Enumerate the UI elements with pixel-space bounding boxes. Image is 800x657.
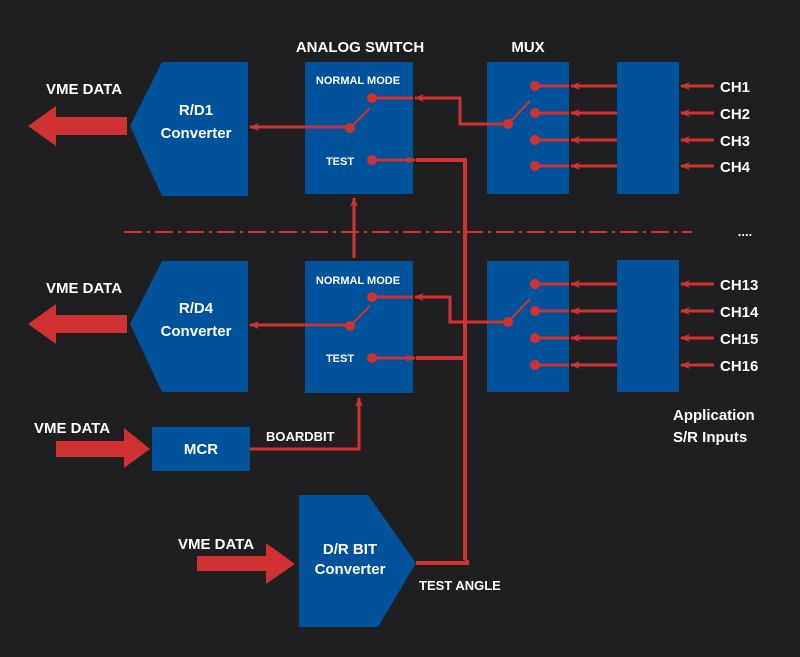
- channel-label: CH15: [720, 331, 758, 348]
- channel-label: CH2: [720, 106, 750, 123]
- rd4-converter-label-1: R/D4: [179, 300, 214, 317]
- mux-bottom[interactable]: [487, 261, 569, 392]
- test-angle-line: [416, 560, 469, 565]
- channel-label: CH4: [720, 159, 751, 176]
- test-label-bottom: TEST: [326, 353, 354, 365]
- rd4-converter-block[interactable]: [130, 261, 248, 392]
- vme-data-out-arrow-rd4: [28, 304, 127, 344]
- drbit-converter-block[interactable]: [299, 495, 416, 627]
- mcr-label: MCR: [184, 441, 218, 458]
- drbit-converter-label-1: D/R BIT: [323, 541, 377, 558]
- channel-label: CH16: [720, 358, 758, 375]
- analog-switch-bottom[interactable]: [305, 261, 413, 393]
- rd4-converter-label-2: Converter: [161, 323, 232, 340]
- boardbit-label: BOARDBIT: [266, 429, 335, 444]
- channel-label: CH1: [720, 79, 750, 96]
- mux-header: MUX: [511, 39, 544, 56]
- mux-inputs-bottom: [535, 280, 714, 369]
- vme-data-label-rd4: VME DATA: [46, 280, 122, 297]
- normal-mode-label-bottom: NORMAL MODE: [316, 275, 400, 287]
- vme-data-label-drbit: VME DATA: [178, 536, 254, 553]
- drbit-converter-label-2: Converter: [315, 561, 386, 578]
- rd1-converter-block[interactable]: [130, 62, 248, 196]
- test-label-top: TEST: [326, 156, 354, 168]
- vme-data-label-mcr: VME DATA: [34, 420, 110, 437]
- vme-data-in-arrow-mcr: [56, 428, 150, 468]
- rd1-converter-label-1: R/D1: [179, 102, 213, 119]
- more-channels-ellipsis: ....: [738, 224, 752, 239]
- boardbit-line: [250, 397, 363, 451]
- inputs-caption-2: S/R Inputs: [673, 429, 747, 446]
- vme-data-in-arrow-drbit: [197, 543, 295, 584]
- test-angle-label: TEST ANGLE: [419, 578, 501, 593]
- normal-mode-label-top: NORMAL MODE: [316, 75, 400, 87]
- channel-label: CH14: [720, 304, 759, 321]
- input-buffer-top[interactable]: [617, 62, 679, 194]
- vme-data-label-rd1: VME DATA: [46, 81, 122, 98]
- wiring-top: [249, 94, 531, 560]
- vme-data-out-arrow-rd1: [28, 106, 127, 146]
- mux-top[interactable]: [487, 62, 569, 194]
- channel-label: CH3: [720, 133, 750, 150]
- analog-switch-header: ANALOG SWITCH: [296, 39, 424, 56]
- mcr-block[interactable]: [152, 427, 250, 471]
- channel-label: CH13: [720, 277, 758, 294]
- input-buffer-bottom[interactable]: [617, 260, 679, 392]
- inputs-caption-1: Application: [673, 407, 755, 424]
- mux-inputs-top: [535, 82, 714, 170]
- rd1-converter-label-2: Converter: [161, 125, 232, 142]
